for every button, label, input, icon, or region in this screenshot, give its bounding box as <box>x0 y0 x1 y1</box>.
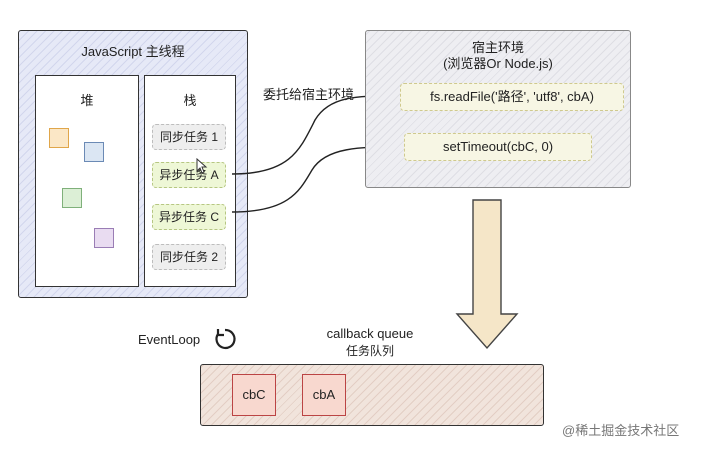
delegate-label: 委托给宿主环境 <box>263 87 355 102</box>
host-environment-panel: 宿主环境 (浏览器Or Node.js) fs.readFile('路径', '… <box>365 30 631 188</box>
stack-item-async-c: 异步任务 C <box>152 204 226 230</box>
stack-item-async-a: 异步任务 A <box>152 162 226 188</box>
stack-panel: 栈 同步任务 1 异步任务 A 异步任务 C 同步任务 2 <box>144 75 236 287</box>
host-title: 宿主环境 <box>471 40 524 55</box>
callback-queue-panel: cbC cbA <box>200 364 544 426</box>
stack-item-sync-2: 同步任务 2 <box>152 244 226 270</box>
heap-object-blue <box>84 142 104 162</box>
heap-object-purple <box>94 228 114 248</box>
main-thread-title: JavaScript 主线程 <box>81 44 185 59</box>
heap-object-green <box>62 188 82 208</box>
stack-title: 栈 <box>183 93 197 108</box>
heap-title: 堆 <box>80 93 94 108</box>
queue-item-cbc: cbC <box>232 374 276 416</box>
watermark: @稀土掘金技术社区 <box>562 423 680 438</box>
host-subtitle: (浏览器Or Node.js) <box>443 56 553 71</box>
main-thread-panel: JavaScript 主线程 堆 栈 同步任务 1 异步任务 A 异步任务 C … <box>18 30 248 298</box>
callback-queue-subtitle: 任务队列 <box>345 344 394 358</box>
heap-object-orange <box>49 128 69 148</box>
cursor-icon <box>196 158 208 174</box>
arrow-async-a-to-readfile <box>231 95 398 175</box>
callback-queue-title: callback queue <box>326 326 414 341</box>
event-loop-label: EventLoop <box>138 332 201 347</box>
host-op-settimeout: setTimeout(cbC, 0) <box>404 133 592 161</box>
host-op-readfile: fs.readFile('路径', 'utf8', cbA) <box>400 83 624 111</box>
heap-panel: 堆 <box>35 75 139 287</box>
loop-arrow-icon <box>215 328 236 350</box>
stack-item-sync-1: 同步任务 1 <box>152 124 226 150</box>
queue-item-cba: cbA <box>302 374 346 416</box>
down-arrow-icon <box>455 199 519 350</box>
